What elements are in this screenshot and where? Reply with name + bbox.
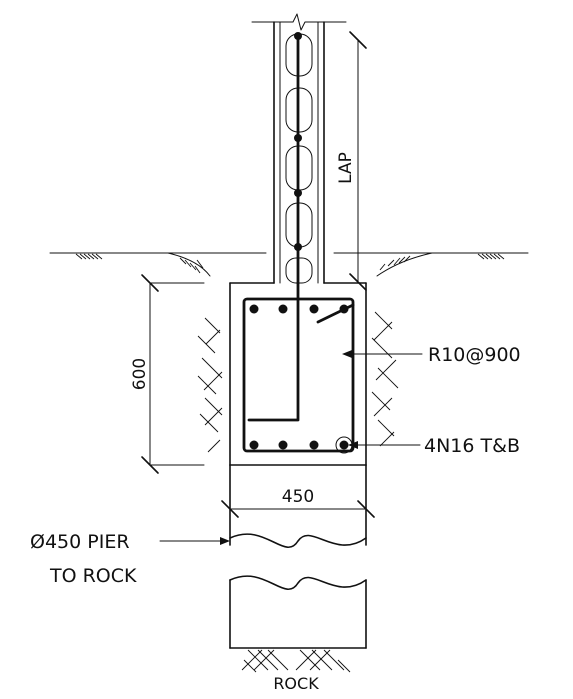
width-label: 450 xyxy=(282,487,314,507)
rock-hatching xyxy=(241,649,351,673)
lap-label: LAP xyxy=(336,152,356,184)
pier-label-line2: TO ROCK xyxy=(49,565,137,587)
ties-leader xyxy=(342,350,423,358)
depth-label: 600 xyxy=(130,358,150,390)
depth-dimension xyxy=(141,274,205,474)
wall-bar-dots xyxy=(294,32,302,251)
lap-dimension xyxy=(349,31,367,291)
pier-leader xyxy=(159,537,230,545)
strip-footing xyxy=(229,281,367,466)
width-dimension xyxy=(221,500,375,518)
ties-label: R10@900 xyxy=(428,344,521,366)
bars-leader xyxy=(348,441,421,449)
rock-label: ROCK xyxy=(273,674,319,693)
top-bars xyxy=(249,304,349,314)
ground-line xyxy=(49,252,529,277)
soil-hatching xyxy=(197,311,399,453)
pier xyxy=(229,464,367,649)
bottom-bars xyxy=(249,436,353,454)
pier-label-line1: Ø450 PIER xyxy=(30,531,130,553)
masonry-wall xyxy=(251,13,347,285)
bars-label: 4N16 T&B xyxy=(424,435,520,457)
